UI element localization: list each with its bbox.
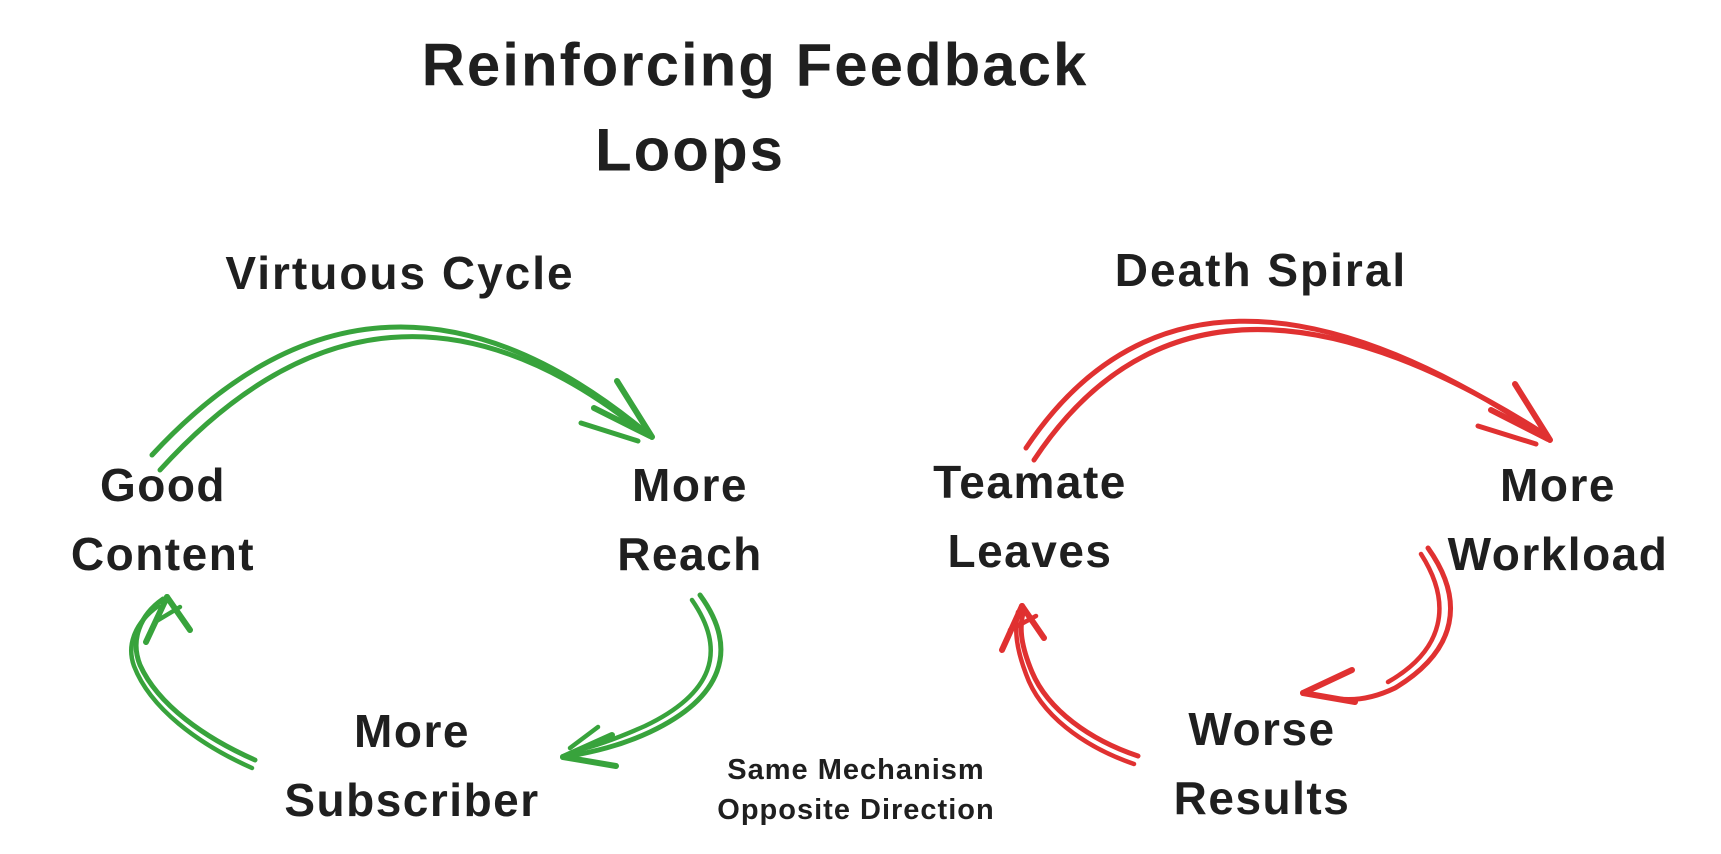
arrow-teamate-leaves-to-more-workload xyxy=(1023,318,1553,463)
diagram-title-line1: Reinforcing Feedback xyxy=(421,31,1089,99)
mechanism-note: Same Mechanism Opposite Direction xyxy=(717,753,995,826)
node-more-subscriber: More Subscriber xyxy=(284,705,540,826)
arrow-more-reach-to-more-subscriber xyxy=(560,592,724,769)
arrow-good-content-to-more-reach xyxy=(149,324,655,473)
node-worse-results: Worse Results xyxy=(1173,703,1351,824)
arrow-more-subscriber-to-good-content xyxy=(129,594,258,771)
virtuous-cycle-heading: Virtuous Cycle xyxy=(225,247,575,299)
death-spiral-heading: Death Spiral xyxy=(1114,244,1408,296)
node-teamate-leaves: Teamate Leaves xyxy=(933,456,1127,577)
node-more-workload: More Workload xyxy=(1447,459,1669,580)
diagram-title-line2: Loops xyxy=(595,116,785,184)
node-good-content: Good Content xyxy=(70,459,256,580)
node-more-reach: More Reach xyxy=(617,459,763,580)
arrow-worse-results-to-teamate-leaves xyxy=(999,603,1141,767)
arrow-more-workload-to-worse-results xyxy=(1300,545,1453,705)
